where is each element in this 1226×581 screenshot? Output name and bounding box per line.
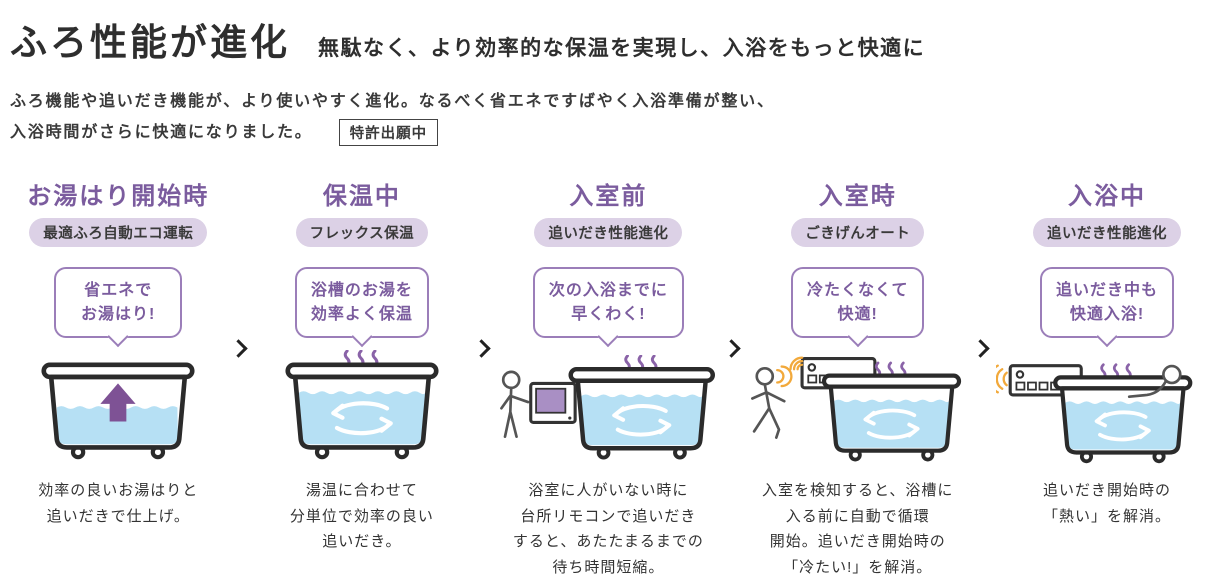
speech-bubble: 浴槽のお湯を 効率よく保温 xyxy=(294,267,429,338)
speech-bubble: 冷たくなくて 快適! xyxy=(790,267,925,338)
signal-arcs-icon xyxy=(789,356,803,371)
circulation-arrows-icon xyxy=(1094,410,1151,442)
step-column-entering-room: 入室時 ごきげんオート 冷たくなくて 快適! xyxy=(747,176,969,581)
chevron-right-icon xyxy=(228,339,248,359)
speech-bubble-text: 次の入浴までに 早くわく! xyxy=(548,282,668,323)
step-separator xyxy=(719,176,746,581)
lead-paragraph: ふろ機能や追いだき機能が、より使いやすく進化。なるべく省エネですばやく入浴準備が… xyxy=(10,86,1218,148)
step-heading: 入室前 xyxy=(569,183,648,211)
person-bathing-icon xyxy=(1127,364,1182,398)
bathtub-circulation-icon xyxy=(285,349,439,460)
illustration-kitchen-remote-bathtub xyxy=(497,348,719,466)
lead-line-2: 入浴時間がさらに快適になりました。 xyxy=(10,124,313,142)
step-description: 湯温に合わせて 分単位で効率の良い 追いだき。 xyxy=(289,481,434,551)
step-description: 追いだき開始時の 「熱い」を解消。 xyxy=(1042,481,1171,525)
feature-pill: 追いだき性能進化 xyxy=(1033,218,1181,248)
step-separator xyxy=(226,176,253,581)
circulation-arrows-icon xyxy=(612,403,672,437)
feature-pill: 追いだき性能進化 xyxy=(534,218,683,248)
step-heading: 入浴中 xyxy=(1068,183,1146,211)
step-column-filling-start: お湯はり開始時 最適ふろ自動エコ運転 省エネで お湯はり! 効率の良いお湯はりと… xyxy=(10,176,226,581)
steps-row: お湯はり開始時 最適ふろ自動エコ運転 省エネで お湯はり! 効率の良いお湯はりと… xyxy=(10,176,1218,581)
feature-pill: ごきげんオート xyxy=(791,218,925,248)
speech-bubble-text: 浴槽のお湯を 効率よく保温 xyxy=(310,282,413,323)
step-separator xyxy=(969,176,996,581)
speech-bubble: 追いだき中も 快適入浴! xyxy=(1039,267,1174,338)
speech-bubble: 次の入浴までに 早くわく! xyxy=(532,267,684,338)
speech-bubble-text: 冷たくなくて 快適! xyxy=(806,282,909,323)
step-description: 入室を検知すると、浴槽に 入る前に自動で循環 開始。追いだき開始時の 「冷たい!… xyxy=(762,481,954,577)
step-separator xyxy=(470,176,497,581)
signal-arcs-icon xyxy=(996,364,1008,394)
remote-person-bathing-icon xyxy=(996,363,1193,463)
chevron-right-icon xyxy=(472,339,491,359)
illustration-person-bathing xyxy=(996,348,1218,466)
feature-pill: 最適ふろ自動エコ運転 xyxy=(29,218,208,248)
chevron-right-icon xyxy=(721,339,741,359)
person-kitchen-remote-bathtub-icon xyxy=(500,354,716,460)
speech-bubble: 省エネで お湯はり! xyxy=(54,267,183,338)
speech-bubble-text: 追いだき中も 快適入浴! xyxy=(1055,282,1158,323)
bathtub xyxy=(1053,363,1193,463)
bathtub-filling-icon xyxy=(41,362,195,460)
step-column-bathing: 入浴中 追いだき性能進化 追いだき中も 快適入浴! xyxy=(996,176,1218,581)
bathtub xyxy=(821,361,961,462)
step-description: 効率の良いお湯はりと 追いだきで仕上げ。 xyxy=(38,481,199,525)
person-walking-icon xyxy=(750,366,786,439)
illustration-bathtub-keep-warm xyxy=(283,348,441,466)
step-heading: 保温中 xyxy=(322,183,401,211)
patent-pending-badge: 特許出願中 xyxy=(338,119,439,147)
bathtub xyxy=(568,354,716,460)
header: ふろ性能が進化 無駄なく、より効率的な保温を実現し、入浴をもっと快適に ふろ機能… xyxy=(10,12,1218,148)
feature-pill: フレックス保温 xyxy=(295,218,429,248)
step-heading: 入室時 xyxy=(818,183,897,211)
kitchen-remote-icon xyxy=(529,381,578,424)
step-description: 浴室に人がいない時に 台所リモコンで追いだき すると、あたたまるまでの 待ち時間… xyxy=(512,481,704,577)
illustration-bathtub-filling xyxy=(39,348,197,466)
step-column-keeping-warm: 保温中 フレックス保温 浴槽のお湯を 効率よく保温 xyxy=(254,176,470,581)
lead-line-1: ふろ機能や追いだき機能が、より使いやすく進化。なるべく省エネですばやく入浴準備が… xyxy=(10,93,775,110)
chevron-right-icon xyxy=(971,339,990,359)
page-subtitle: 無駄なく、より効率的な保温を実現し、入浴をもっと快適に xyxy=(318,37,926,60)
person-standing-icon xyxy=(500,370,530,438)
illustration-entry-sensor-bathtub xyxy=(747,348,969,466)
circulation-arrows-icon xyxy=(863,408,920,440)
step-heading: お湯はり開始時 xyxy=(27,183,210,211)
circulation-arrows-icon xyxy=(331,400,393,435)
speech-bubble-text: 省エネで お湯はり! xyxy=(81,282,156,323)
page-title: ふろ性能が進化 xyxy=(10,22,290,63)
signal-arcs-icon xyxy=(775,365,793,387)
person-entering-sensor-bathtub-icon xyxy=(750,356,961,462)
step-column-before-entering: 入室前 追いだき性能進化 次の入浴までに 早くわく! xyxy=(497,176,719,581)
up-arrow-icon xyxy=(100,383,136,422)
